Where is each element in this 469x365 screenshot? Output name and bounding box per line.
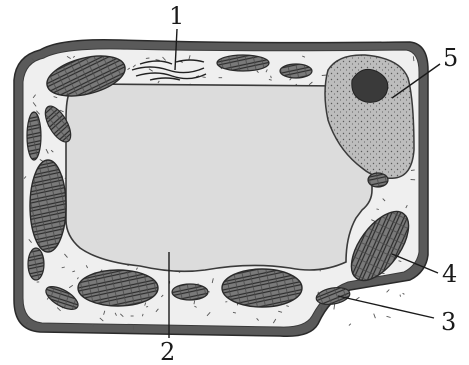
cytoplasm-granule xyxy=(203,77,206,78)
mitochondrion xyxy=(172,284,208,300)
chloroplast xyxy=(222,269,302,307)
cytoplasm-granule xyxy=(411,170,415,171)
cytoplasm-granule xyxy=(387,316,391,317)
leader-line-3 xyxy=(338,296,434,318)
label-2: 2 xyxy=(160,338,175,365)
chloroplast xyxy=(78,270,158,306)
cytoplasm-granule xyxy=(356,297,360,300)
cytoplasm-granule xyxy=(400,295,401,297)
mitochondrion xyxy=(28,248,44,280)
cytoplasm-granule xyxy=(413,56,414,61)
label-1: 1 xyxy=(169,2,184,30)
cytoplasm-granule xyxy=(387,290,390,293)
cytoplasm-granule xyxy=(349,324,351,326)
cytoplasm-granule xyxy=(403,293,405,294)
mitochondrion xyxy=(217,55,269,71)
mitochondrion xyxy=(280,64,312,78)
chloroplast xyxy=(30,160,66,252)
mitochondrion xyxy=(368,173,388,187)
mitochondrion xyxy=(27,112,41,160)
cytoplasm-granule xyxy=(194,301,195,305)
cytoplasm-granule xyxy=(93,324,94,327)
cytoplasm-granule xyxy=(334,305,335,310)
label-3: 3 xyxy=(441,308,456,336)
label-5: 5 xyxy=(443,44,458,72)
cytoplasm-granule xyxy=(374,314,376,319)
label-4: 4 xyxy=(442,260,457,288)
cytoplasm-granule xyxy=(377,209,379,210)
